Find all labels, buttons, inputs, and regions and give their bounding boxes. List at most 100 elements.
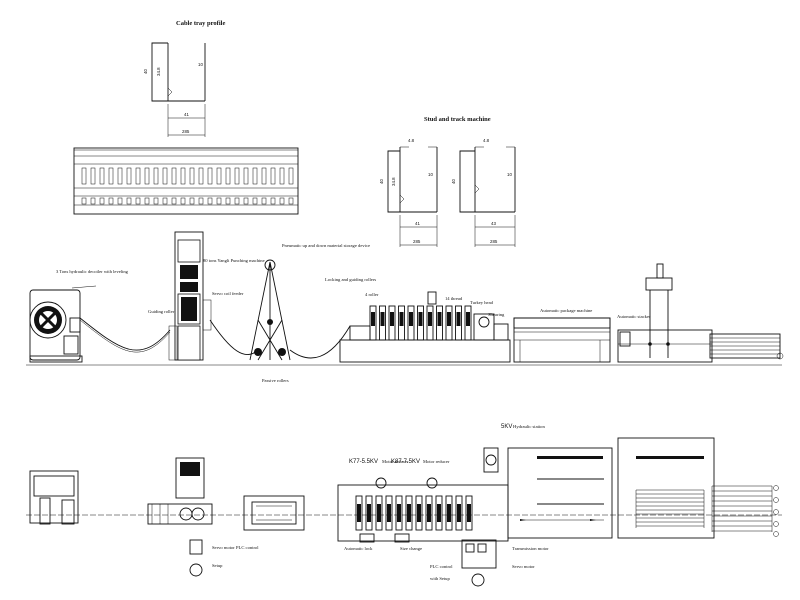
- stud-left-height-dim: 40: [379, 179, 384, 184]
- strip-hole: [144, 197, 150, 205]
- strip-slot: [135, 167, 141, 185]
- plc-control-box: [461, 539, 497, 587]
- label-storage: Pneumatic up and down material storage d…: [282, 243, 370, 248]
- forming-stand: [398, 305, 405, 341]
- label-14-thread: 14 thread: [445, 296, 463, 301]
- label-servo-motor: Servo motor: [512, 564, 535, 569]
- stud-right-overall-dim: 285: [490, 239, 498, 244]
- cable-tray-profile-detail: Cable tray profile 40 34.8 10 41 285: [143, 20, 225, 137]
- ct-overall-dim: 285: [182, 129, 190, 134]
- forming-stand-roll: [390, 312, 394, 326]
- plan-roll-former: [337, 447, 509, 543]
- strip-slot: [180, 167, 186, 185]
- strip-slot: [234, 167, 240, 185]
- plan-stand-roll: [447, 504, 451, 522]
- label-turkey-head: Turkey head: [470, 300, 494, 305]
- strip-slot: [189, 167, 195, 185]
- plan-output: [711, 485, 779, 537]
- plan-stand: [425, 495, 433, 531]
- strip-slot: [108, 167, 114, 185]
- strip-slot: [126, 167, 132, 185]
- cable-tray-title: Cable tray profile: [176, 20, 225, 27]
- plan-stand-roll: [457, 504, 461, 522]
- strip-hole: [117, 197, 123, 205]
- ct-height-dim: 40: [143, 69, 148, 74]
- strip-slot: [153, 167, 159, 185]
- strip-hole: [153, 197, 159, 205]
- plan-punching: [147, 457, 213, 525]
- plan-stand-roll: [397, 504, 401, 522]
- label-shearing: Shearing: [488, 312, 505, 317]
- label-motor1-sub: Motor reducer: [382, 459, 409, 464]
- forming-stand: [426, 305, 434, 341]
- label-motor1: K77-5.5KV: [349, 459, 378, 465]
- stud-track-profile-detail: Stud and track machine 4.8 40 34.8 10 41…: [379, 116, 516, 247]
- strip-hole: [81, 197, 87, 205]
- forming-stand: [417, 305, 424, 341]
- forming-stand-roll: [418, 312, 423, 326]
- label-servo-setup: Setup: [212, 563, 223, 568]
- plan-stand: [465, 495, 473, 531]
- label-servo-plc: Servo motor PLC control: [212, 545, 259, 550]
- forming-stand: [379, 305, 386, 341]
- strip-slot: [252, 167, 258, 185]
- label-plc: PLC control: [430, 564, 453, 569]
- plan-stand-roll: [407, 504, 411, 522]
- forming-stand: [407, 305, 415, 341]
- strip-hole: [279, 197, 285, 205]
- strip-hole: [216, 197, 222, 205]
- label-motor2-sub: Motor reducer: [423, 459, 450, 464]
- strip-hole: [126, 197, 132, 205]
- forming-stand-roll: [447, 312, 451, 326]
- strip-hole: [171, 197, 177, 205]
- forming-stand-roll: [399, 312, 404, 326]
- plan-stand-roll: [467, 504, 471, 522]
- plan-stand: [385, 495, 393, 531]
- forming-stand-roll: [428, 312, 432, 326]
- label-hydraulic-sub: Hydraulic station: [513, 424, 545, 429]
- strip-hole: [225, 197, 231, 205]
- ct-lip-dim: 10: [198, 62, 203, 67]
- plan-stand-roll: [417, 504, 421, 522]
- stud-right-top-dim: 4.8: [483, 138, 490, 143]
- plan-stand-roll: [357, 504, 361, 522]
- strip-slot: [225, 167, 231, 185]
- output-bundles: [709, 333, 784, 360]
- perforated-strip-drawing: [73, 147, 299, 215]
- plan-stand: [445, 495, 453, 531]
- stud-right-lip-dim: 10: [507, 172, 512, 177]
- label-plc-sub: with Setup: [430, 576, 450, 581]
- strip-slot: [288, 167, 294, 185]
- strip-slot: [117, 167, 123, 185]
- strip-slot: [198, 167, 204, 185]
- strip-hole: [270, 197, 276, 205]
- strip-slot: [207, 167, 213, 185]
- plan-stand: [455, 495, 463, 531]
- strip-hole: [108, 197, 114, 205]
- forming-stand: [445, 305, 453, 341]
- label-punching: 80 tons Yangli Punching machine: [203, 258, 265, 263]
- plan-stacker: [617, 437, 715, 539]
- label-4-roller: 4 roller: [365, 292, 379, 297]
- strip-hole: [288, 197, 294, 205]
- label-locking-rollers: Locking and guiding rollers: [325, 277, 376, 282]
- forming-stand: [369, 305, 377, 341]
- strip-hole: [243, 197, 249, 205]
- decoiler: [29, 289, 83, 363]
- strip-slot: [279, 167, 285, 185]
- stud-left-top-dim: 4.8: [408, 138, 415, 143]
- strip-slot: [216, 167, 222, 185]
- strip-hole: [189, 197, 195, 205]
- plan-stand: [395, 495, 403, 531]
- strip-slot: [261, 167, 267, 185]
- strip-slot: [144, 167, 150, 185]
- strip-hole: [207, 197, 213, 205]
- strip-slot: [171, 167, 177, 185]
- strip-hole: [180, 197, 186, 205]
- strip-hole: [198, 197, 204, 205]
- line-plan-view: Servo motor PLC control Setup K77-5.5KV …: [26, 424, 782, 587]
- plan-package: [507, 447, 613, 539]
- package-machine: [513, 317, 611, 363]
- strip-slot: [162, 167, 168, 185]
